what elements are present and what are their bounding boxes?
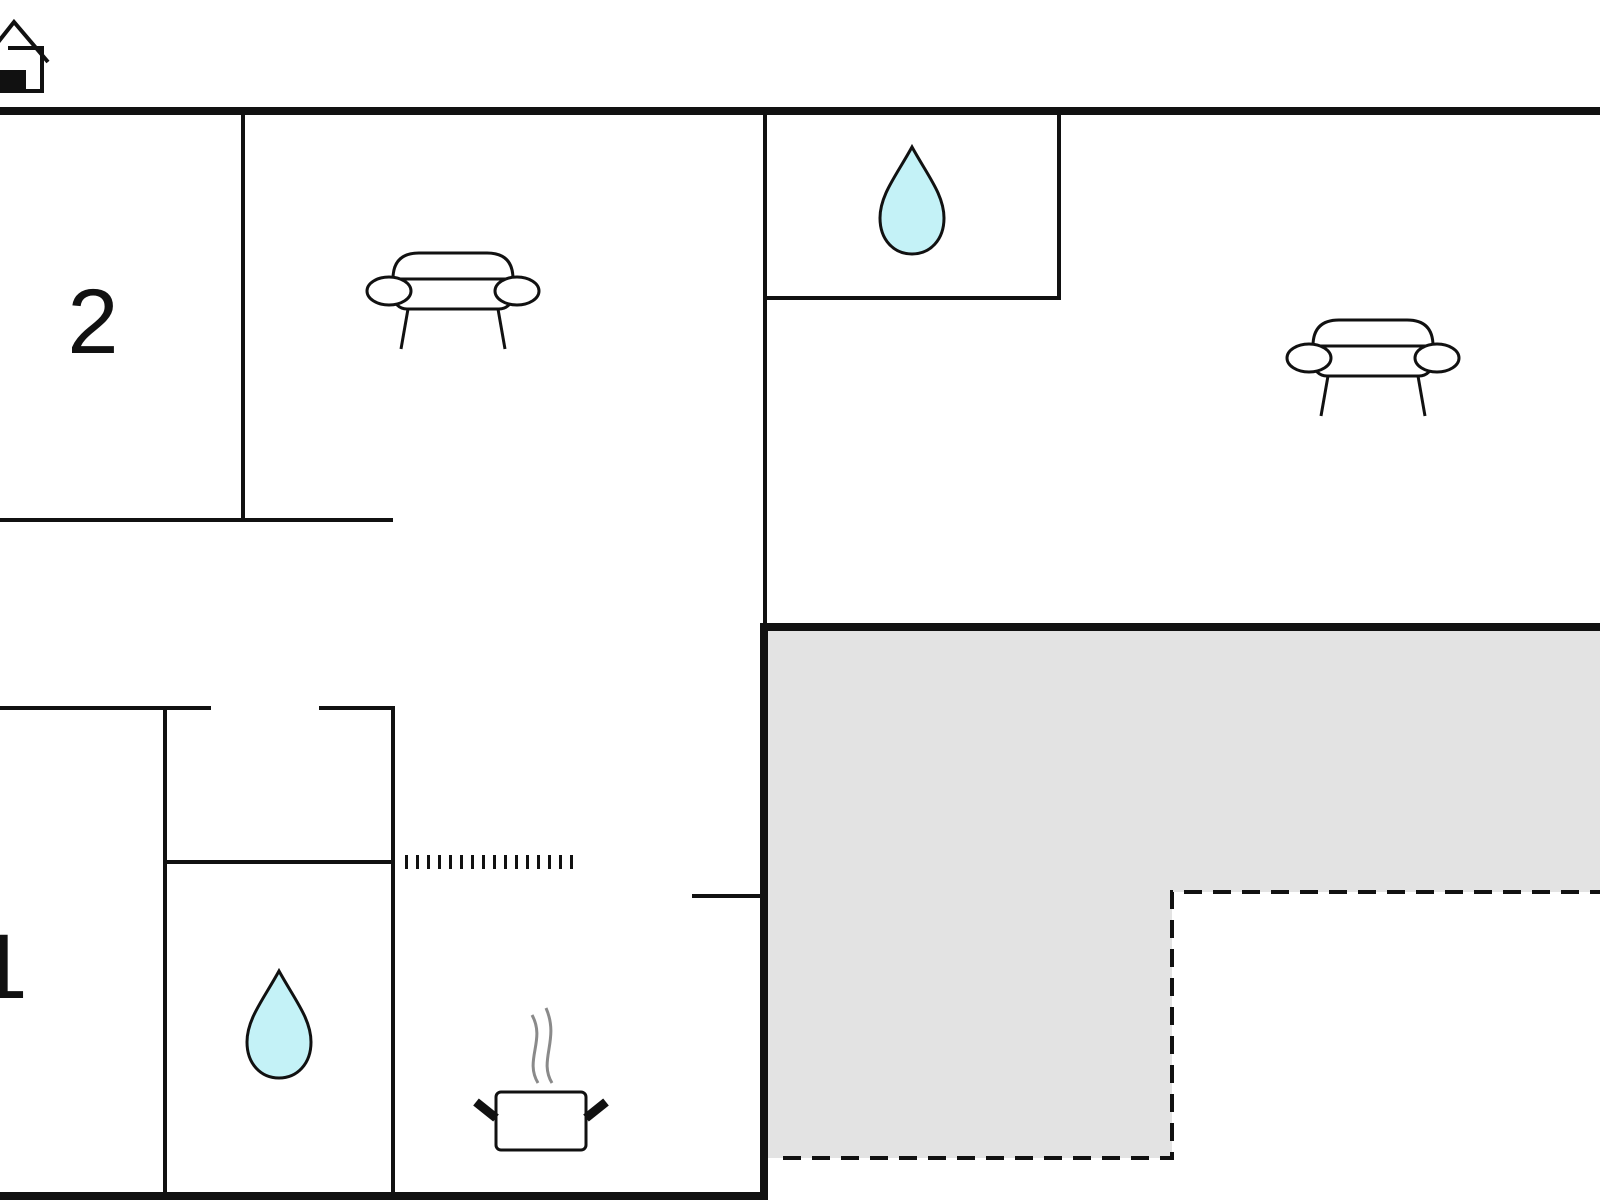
water-drop-icon — [245, 967, 313, 1080]
cooking-pot-icon — [473, 1007, 609, 1152]
sofa-icon — [1285, 318, 1461, 417]
interior-walls — [0, 115, 1061, 1192]
room-number-1: 1 — [0, 916, 28, 1018]
wall-bathroom-top — [765, 115, 1061, 300]
water-drop-icon — [878, 143, 946, 256]
house-icon — [0, 18, 50, 93]
outer-walls — [0, 107, 1600, 1200]
room-number-2: 2 — [67, 271, 118, 373]
wall-bedroom1-top-b — [319, 706, 395, 1192]
terrace-area — [764, 631, 1600, 1158]
terrace-edge-dashed — [783, 890, 1600, 1160]
sofa-icon — [365, 251, 541, 350]
